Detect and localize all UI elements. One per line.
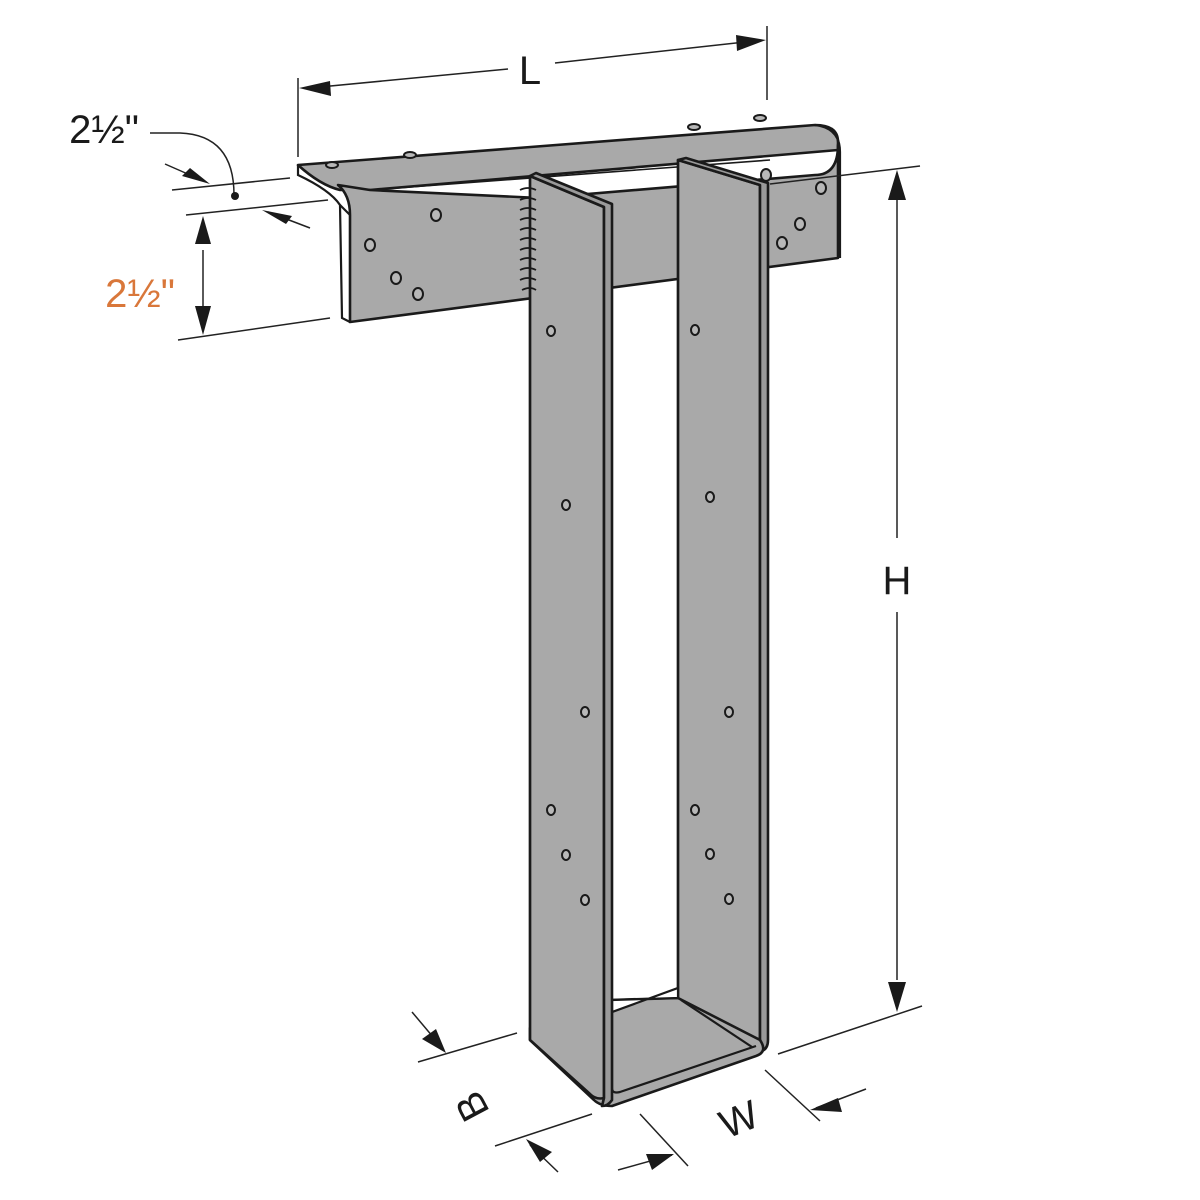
nail-hole-icon	[561, 849, 571, 861]
nail-hole-icon	[403, 151, 417, 159]
weld-seam	[519, 187, 537, 291]
right-side-plate	[676, 156, 770, 1054]
nail-hole-icon	[561, 499, 571, 511]
arrow-down-icon	[195, 306, 211, 335]
left-side-plate	[528, 171, 614, 1108]
dimension-flange-depth: 2½"	[105, 216, 331, 341]
nail-hole-icon	[760, 168, 772, 182]
arrow-down-icon	[888, 982, 906, 1012]
nail-hole-icon	[794, 217, 806, 231]
flange-depth-label: 2½"	[105, 272, 175, 316]
nail-hole-icon	[705, 491, 715, 503]
length-label: L	[519, 49, 541, 93]
arrow-right-icon	[646, 1154, 674, 1170]
bearing-label: B	[447, 1084, 498, 1128]
nail-hole-icon	[430, 208, 442, 222]
width-label: W	[713, 1092, 765, 1147]
height-label: H	[883, 559, 912, 603]
leader-dot-icon	[231, 192, 239, 200]
nail-hole-icon	[546, 325, 556, 337]
nail-hole-icon	[390, 271, 402, 285]
arrow-down-icon	[422, 1029, 446, 1053]
nail-hole-icon	[325, 161, 339, 169]
nail-hole-icon	[364, 238, 376, 252]
dimension-height: H	[769, 165, 923, 1055]
nail-hole-icon	[815, 181, 827, 195]
nail-hole-icon	[580, 894, 590, 906]
nail-hole-icon	[724, 706, 734, 718]
flange-thickness-label: 2½"	[69, 108, 139, 152]
nail-hole-icon	[724, 893, 734, 905]
nail-hole-icon	[776, 236, 788, 250]
nail-hole-icon	[705, 848, 715, 860]
arrow-up-icon	[526, 1139, 552, 1162]
nail-hole-icon	[687, 123, 701, 131]
arrow-left-icon	[810, 1098, 842, 1112]
nail-hole-icon	[753, 114, 767, 122]
arrow-up-icon	[195, 216, 211, 244]
dimension-length: L	[297, 26, 768, 157]
arrow-up-icon	[262, 210, 292, 224]
nail-hole-icon	[412, 287, 424, 301]
nail-hole-icon	[690, 324, 700, 336]
arrow-right-icon	[736, 35, 766, 51]
arrow-down-icon	[182, 168, 210, 184]
nail-hole-icon	[580, 706, 590, 718]
nail-hole-icon	[690, 804, 700, 816]
dimension-flange-thickness: 2½"	[69, 108, 329, 229]
arrow-left-icon	[299, 81, 331, 96]
arrow-up-icon	[888, 170, 906, 200]
nail-hole-icon	[546, 804, 556, 816]
